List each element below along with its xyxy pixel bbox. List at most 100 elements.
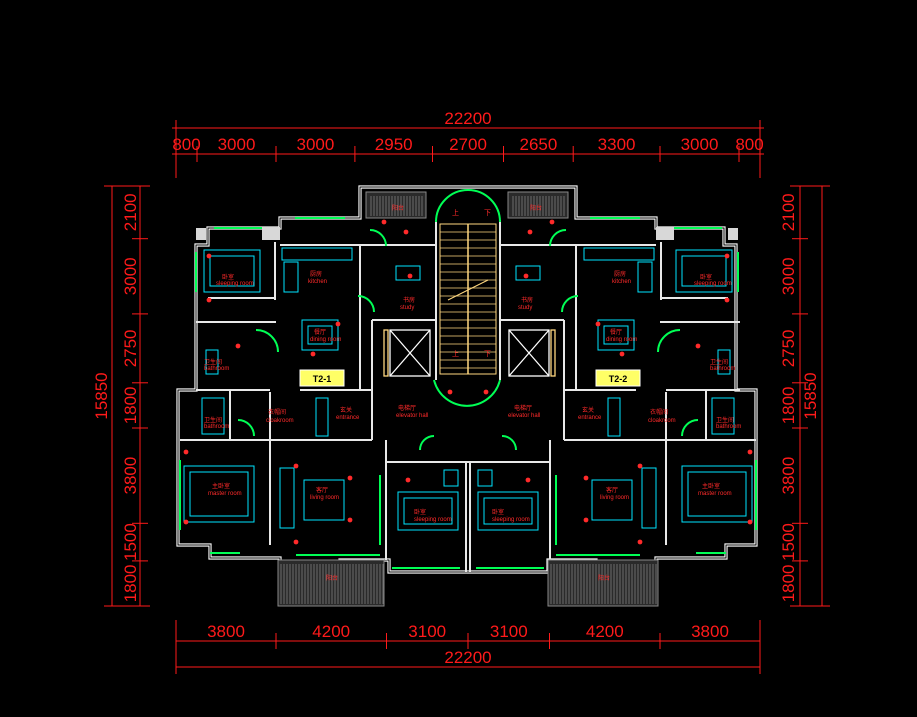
room-marker-dot [310, 351, 316, 357]
room-label: 衣帽间 [268, 408, 286, 416]
room-label: 主卧室 [212, 482, 230, 490]
room-label: 阳台 [598, 574, 610, 582]
bottom-total-dimension: 22200 [444, 648, 491, 667]
room-marker-dot [523, 273, 529, 279]
room-label: study [400, 305, 414, 311]
room-label: 阳台 [530, 204, 542, 212]
room-label: 书房 [403, 296, 415, 304]
bottom-segment-dimension: 4200 [586, 622, 624, 641]
room-label: 卧室 [700, 273, 712, 281]
room-marker-dot [549, 219, 555, 225]
room-label: kitchen [308, 279, 327, 285]
room-label: 卫生间 [204, 416, 222, 424]
building-outline: T2-1 T2-2 上 下 上 下 [176, 185, 758, 607]
room-label: 客厅 [316, 486, 328, 494]
room-label: sleeping room [414, 517, 452, 523]
room-marker-dot [403, 229, 409, 235]
bottom-segment-dimension: 3100 [408, 622, 446, 641]
room-marker-dot [747, 519, 753, 525]
room-label: 餐厅 [314, 328, 326, 336]
room-label: 客厅 [606, 486, 618, 494]
room-label: dining room [606, 337, 637, 343]
room-label: 卫生间 [716, 416, 734, 424]
room-marker-dot [206, 253, 212, 259]
room-label: entrance [578, 415, 602, 421]
room-label: sleeping room [216, 281, 254, 287]
room-label: 卫生间 [204, 358, 222, 366]
room-marker-dot [637, 539, 643, 545]
left-segment-dimension: 1800 [121, 386, 140, 424]
left-segment-dimension: 2750 [121, 329, 140, 367]
room-label: 书房 [521, 296, 533, 304]
room-label: bathroom [710, 366, 735, 372]
stair-labels: 上 下 上 下 [452, 208, 491, 358]
bottom-segment-dimension: 4200 [312, 622, 350, 641]
windows [179, 189, 757, 569]
room-marker-dot [183, 519, 189, 525]
room-marker-dot [347, 517, 353, 523]
room-marker-dot [724, 297, 730, 303]
room-marker-dot [695, 343, 701, 349]
right-segment-dimension: 1500 [779, 523, 798, 561]
room-label: 衣帽间 [650, 408, 668, 416]
room-label: master room [698, 491, 732, 497]
room-label: study [518, 305, 532, 311]
room-marker-dot [583, 517, 589, 523]
room-label: 卧室 [492, 508, 504, 516]
furniture [183, 247, 753, 531]
top-segment-dimension: 3000 [296, 135, 334, 154]
right-segment-dimension: 3000 [779, 257, 798, 295]
left-segment-dimension: 3800 [121, 457, 140, 495]
room-label: 主卧室 [702, 482, 720, 490]
room-marker-dot [381, 219, 387, 225]
balconies [277, 191, 659, 607]
room-label: 电梯厅 [398, 404, 416, 412]
room-marker-dot [447, 389, 453, 395]
left-segment-dimension: 2100 [121, 193, 140, 231]
room-marker-dot [405, 477, 411, 483]
left-segment-dimension: 1800 [121, 564, 140, 602]
top-segment-dimension: 2700 [449, 135, 487, 154]
room-label: bathroom [716, 424, 741, 430]
elevators [383, 329, 556, 377]
top-segment-dimension: 800 [172, 135, 200, 154]
room-label: 厨房 [614, 270, 626, 278]
unit-tag-right: T2-2 [609, 374, 628, 384]
top-segment-dimension: 2650 [519, 135, 557, 154]
room-label: 厨房 [310, 270, 322, 278]
unit-tag-left: T2-1 [313, 374, 332, 384]
room-label: cloakroom [648, 418, 676, 424]
top-segment-dimension: 3300 [598, 135, 636, 154]
room-label: 玄关 [340, 406, 352, 414]
room-label: sleeping room [492, 517, 530, 523]
top-segment-dimension: 800 [735, 135, 763, 154]
room-markers [183, 219, 753, 545]
room-label: dining room [310, 337, 341, 343]
room-marker-dot [335, 321, 341, 327]
room-label: entrance [336, 415, 360, 421]
bottom-segment-dimension: 3800 [207, 622, 245, 641]
right-total-dimension: 15850 [801, 372, 820, 419]
svg-text:上: 上 [452, 349, 459, 358]
room-marker-dot [293, 539, 299, 545]
room-marker-dot [637, 463, 643, 469]
room-label: 玄关 [582, 406, 594, 414]
room-marker-dot [206, 297, 212, 303]
room-label: sleeping room [694, 281, 732, 287]
unit-tags: T2-1 T2-2 [299, 369, 641, 387]
left-segment-dimension: 3000 [121, 257, 140, 295]
room-label: 餐厅 [610, 328, 622, 336]
room-marker-dot [235, 343, 241, 349]
room-label: 阳台 [392, 204, 404, 212]
room-label: 阳台 [326, 574, 338, 582]
room-marker-dot [407, 273, 413, 279]
room-label: 电梯厅 [514, 404, 532, 412]
room-marker-dot [183, 449, 189, 455]
svg-text:上: 上 [452, 208, 459, 217]
room-marker-dot [619, 351, 625, 357]
room-marker-dot [483, 389, 489, 395]
right-segment-dimension: 3800 [779, 457, 798, 495]
room-marker-dot [747, 449, 753, 455]
